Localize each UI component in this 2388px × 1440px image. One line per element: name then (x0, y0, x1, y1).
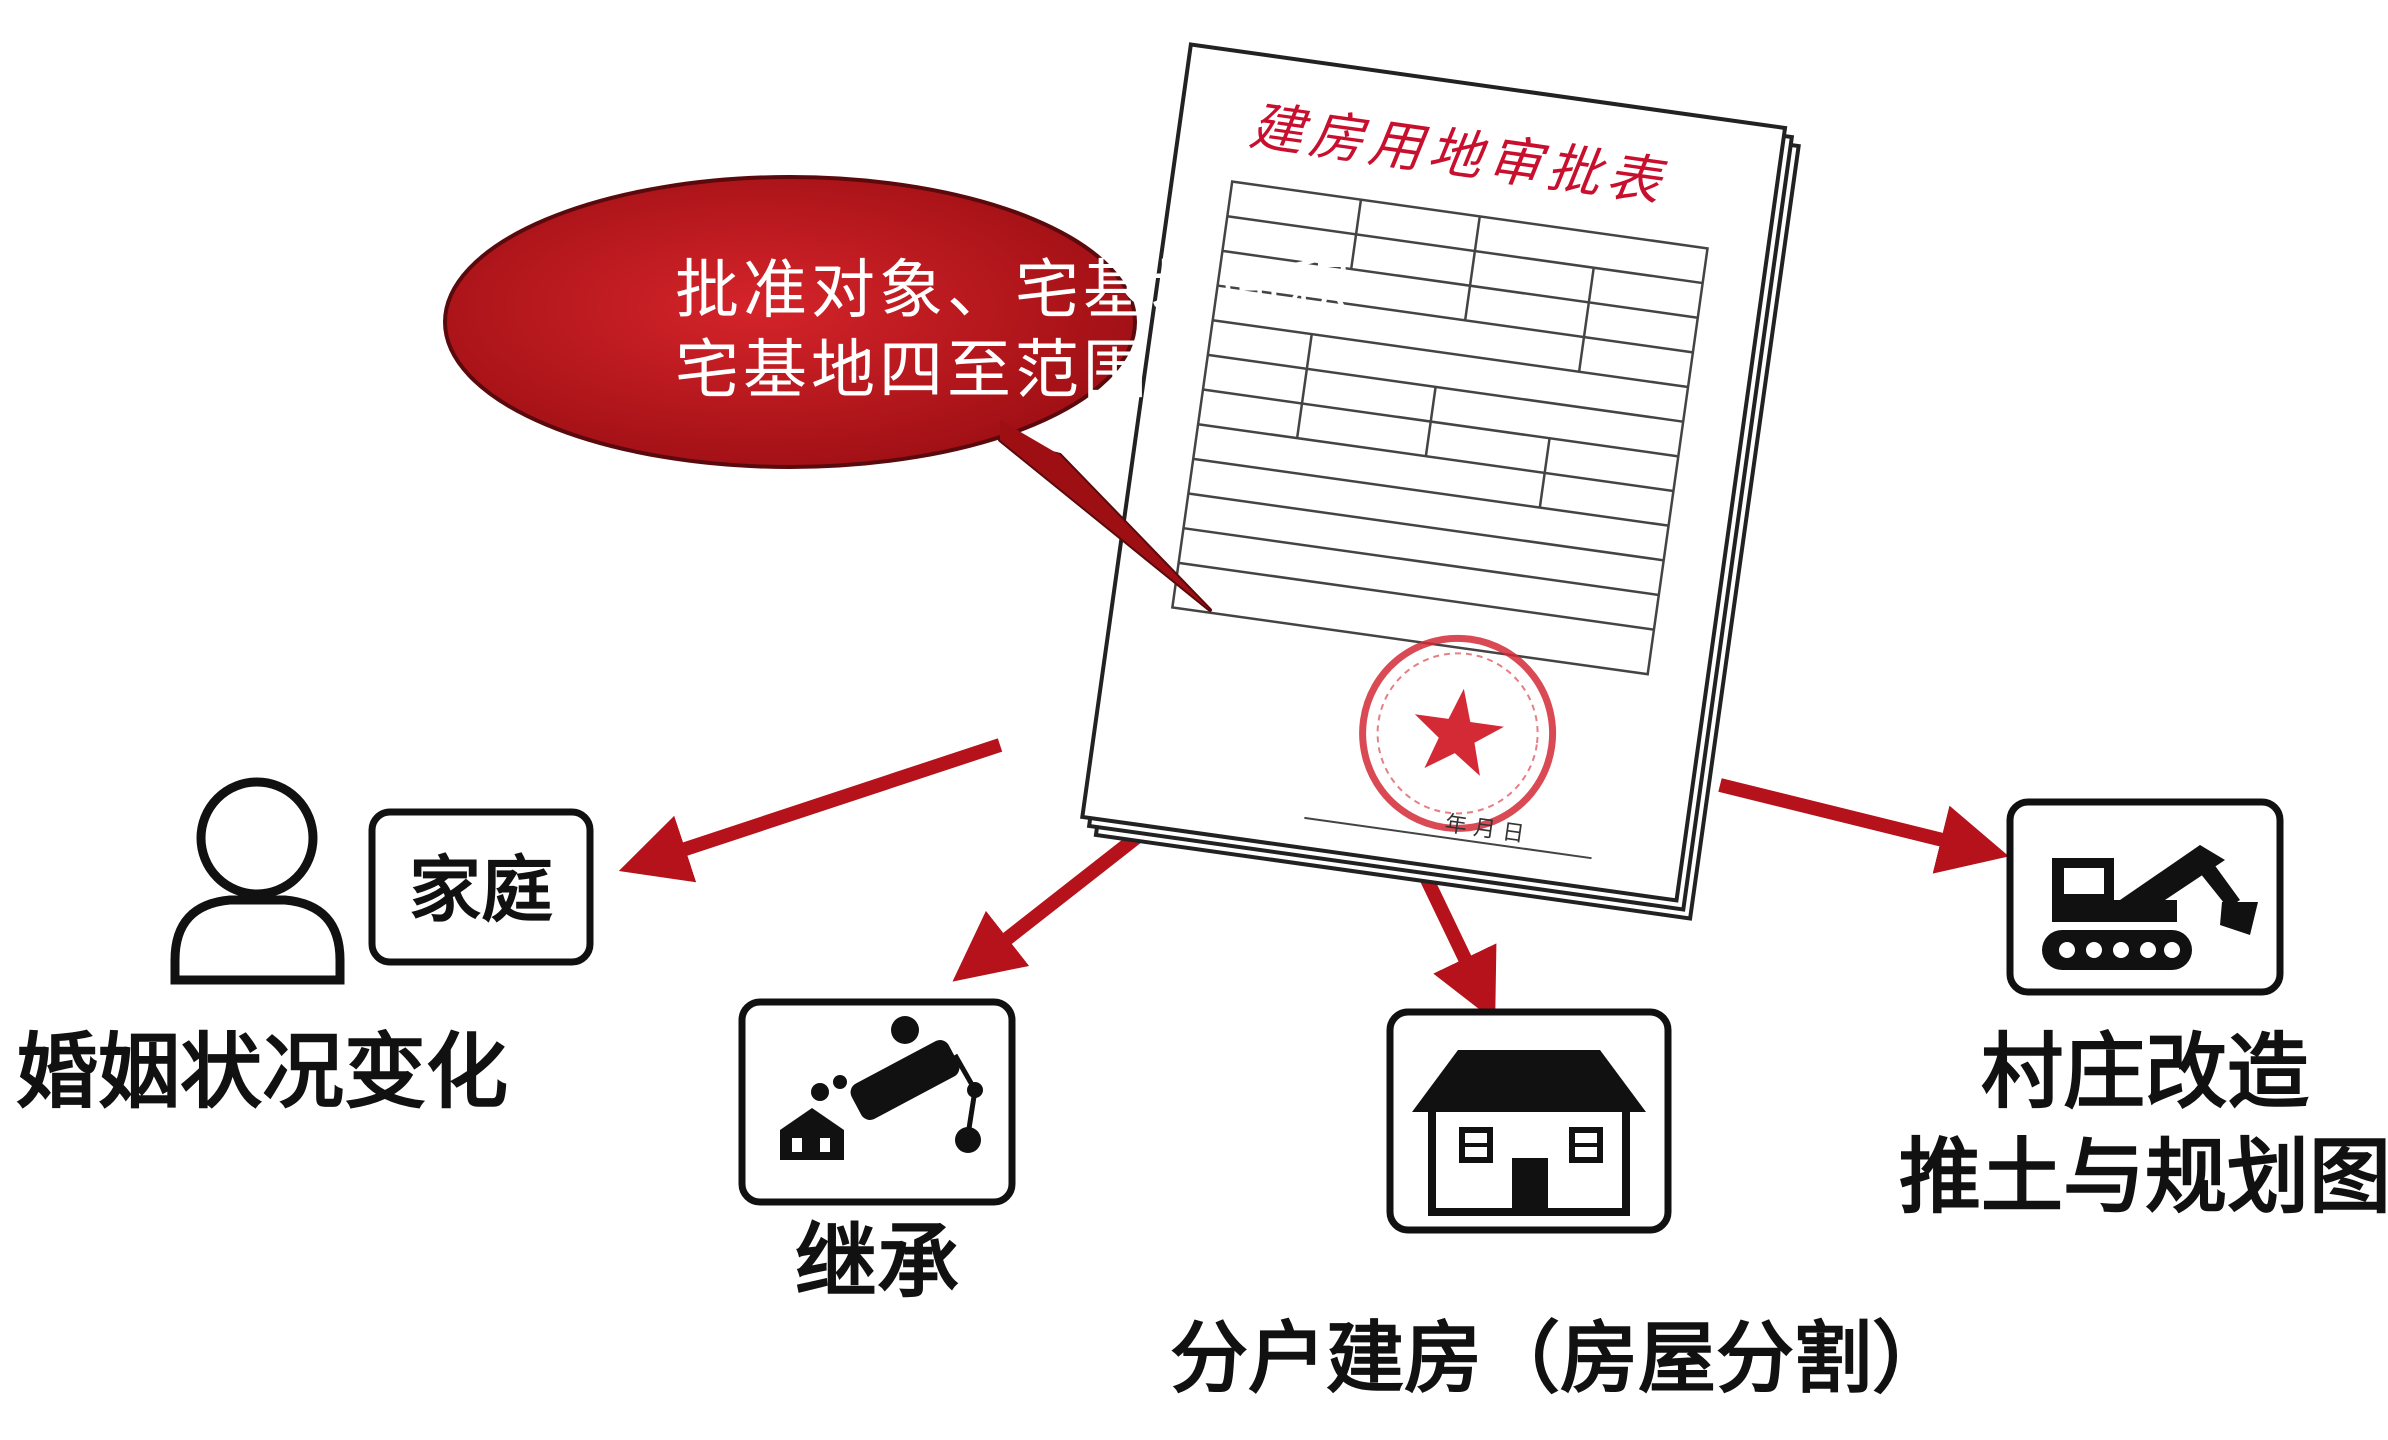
arrow-to-marriage (618, 738, 1003, 883)
inheritance-icon (738, 998, 1016, 1206)
form-table (1170, 180, 1709, 676)
official-stamp (1359, 634, 1557, 832)
label-marriage: 婚姻状况变化 (16, 1025, 508, 1120)
label-village-line-1: 村庄改造 (1981, 1025, 2309, 1120)
label-inheritance: 继承 (795, 1215, 959, 1310)
approval-document: 建房用地审批表 年 月 (1080, 42, 1801, 921)
callout-line-2: 宅基地四至范围 (675, 334, 1151, 408)
person-icon (170, 777, 345, 985)
excavator-icon (2006, 798, 2284, 996)
house-icon (1386, 1008, 1672, 1234)
label-village-line-2: 推土与规划图 (1899, 1130, 2388, 1225)
arrow-to-village (1718, 778, 2009, 874)
document-page (1080, 42, 1788, 903)
label-split: 分户建房（房屋分割） (1170, 1314, 1950, 1404)
family-badge-label: 家庭 (409, 848, 553, 932)
star-icon (1414, 688, 1504, 776)
callout-line-1: 批准对象、宅基地面积 (675, 254, 1355, 328)
family-badge: 家庭 (368, 808, 594, 966)
arrow-to-split (1413, 861, 1497, 1022)
callout-bubble: 批准对象、宅基地面积 宅基地四至范围 (443, 175, 1355, 612)
